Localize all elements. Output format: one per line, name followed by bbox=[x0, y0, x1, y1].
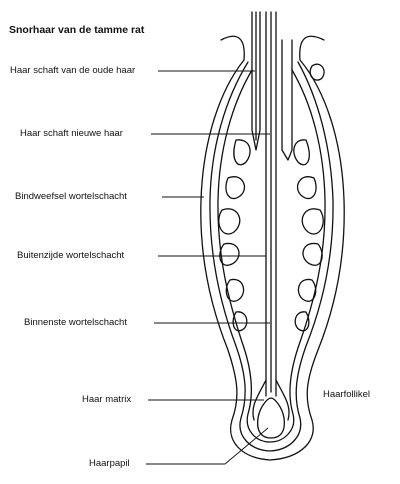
label-buitenzijde: Buitenzijde wortelschacht bbox=[17, 250, 125, 261]
old-hair-shaft bbox=[251, 11, 261, 151]
sinus-blobs-right bbox=[293, 63, 325, 332]
page-title: Snorhaar van de tamme rat bbox=[9, 24, 145, 36]
label-haar-schaft-nieuw: Haar schaft nieuwe haar bbox=[20, 128, 123, 139]
label-haarpapil: Haarpapil bbox=[89, 458, 130, 469]
outer-root-sheath-outline bbox=[209, 61, 334, 452]
label-haarfollikel: Haarfollikel bbox=[323, 389, 370, 400]
sinus-blobs-left bbox=[218, 139, 251, 332]
label-haar-schaft-oud: Haar schaft van de oude haar bbox=[10, 65, 136, 76]
hair-matrix bbox=[252, 379, 290, 421]
label-haar-matrix: Haar matrix bbox=[82, 394, 132, 405]
dermal-papilla bbox=[256, 397, 286, 439]
outer-sheath-outline bbox=[200, 35, 345, 461]
label-bindweefsel: Bindweefsel wortelschacht bbox=[15, 191, 127, 202]
label-binnenste: Binnenste wortelschacht bbox=[24, 317, 127, 328]
new-hair-shaft bbox=[265, 11, 277, 397]
